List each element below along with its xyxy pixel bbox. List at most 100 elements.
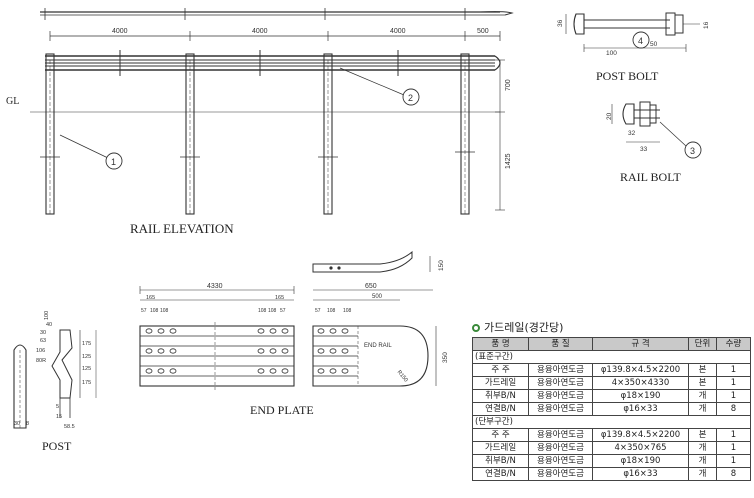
table-title-row: 가드레일(경간당) bbox=[472, 320, 752, 335]
post-bolt-dim-50: 50 bbox=[650, 41, 658, 48]
rail-bolt-dim-20: 20 bbox=[606, 112, 613, 120]
post-bolt-dim-100: 100 bbox=[606, 50, 617, 57]
cell-spec: 4×350×4330 bbox=[592, 376, 689, 390]
end-plate-dim-4330: 4330 bbox=[207, 283, 223, 290]
callout-1: 1 bbox=[111, 157, 116, 167]
end-rail-dim-57: 57 bbox=[315, 308, 321, 314]
height-dim-1425: 1425 bbox=[505, 153, 512, 169]
end-plate-dim-165-right: 165 bbox=[275, 295, 284, 301]
spec-table: 품 명 품 질 규 격 단위 수량 (표준구간) 주 주 용융아연도금 φ139… bbox=[472, 337, 751, 481]
post-dim-5: 5 bbox=[56, 404, 59, 410]
post-bolt-dim-16: 16 bbox=[703, 21, 710, 29]
spec-table-panel: 가드레일(경간당) 품 명 품 질 규 격 단위 수량 (표준구간) 주 주 용… bbox=[472, 320, 752, 496]
cell-name: 연결B/N bbox=[472, 402, 529, 416]
post-dim-175b: 175 bbox=[82, 380, 91, 386]
span-dim-1: 4000 bbox=[112, 28, 128, 35]
post-dim-8: 8 bbox=[26, 421, 29, 427]
cell-quality: 용융아연도금 bbox=[528, 467, 593, 481]
section-label: (표준구간) bbox=[472, 350, 751, 364]
cell-spec: 4×350×765 bbox=[592, 441, 689, 455]
post-dim-125b: 125 bbox=[82, 366, 91, 372]
col-header-spec: 규 격 bbox=[592, 337, 689, 351]
end-rail-dim-650: 650 bbox=[365, 283, 377, 290]
end-plate-title: END PLATE bbox=[250, 403, 314, 417]
callout-3: 3 bbox=[690, 146, 695, 156]
table-row: 가드레일 용융아연도금 4×350×4330 본 1 bbox=[472, 376, 751, 390]
end-rail-dim-500: 500 bbox=[372, 294, 383, 300]
post-dim-40: 40 bbox=[46, 322, 52, 328]
end-rail-label: END RAIL bbox=[364, 343, 392, 349]
section-label: (단부구간) bbox=[472, 415, 751, 429]
cell-unit: 개 bbox=[688, 441, 717, 455]
post-bolt-dim-36: 36 bbox=[557, 19, 564, 27]
cell-spec: φ18×190 bbox=[592, 389, 689, 403]
post-bolt-title: POST BOLT bbox=[596, 69, 659, 83]
cell-quality: 용융아연도금 bbox=[528, 363, 593, 377]
cell-qty: 1 bbox=[716, 441, 751, 455]
cell-unit: 개 bbox=[688, 389, 717, 403]
cell-qty: 1 bbox=[716, 376, 751, 390]
table-row: 취부B/N 용융아연도금 φ18×190 개 1 bbox=[472, 454, 751, 468]
cell-unit: 개 bbox=[688, 467, 717, 481]
cell-quality: 용융아연도금 bbox=[528, 376, 593, 390]
table-row: 취부B/N 용융아연도금 φ18×190 개 1 bbox=[472, 389, 751, 403]
rail-elevation-view: 4000 4000 4000 500 GL bbox=[6, 8, 514, 236]
cell-name: 취부B/N bbox=[472, 389, 529, 403]
cell-unit: 본 bbox=[688, 363, 717, 377]
callout-2: 2 bbox=[408, 93, 413, 103]
cell-unit: 개 bbox=[688, 402, 717, 416]
post-dim-58-5: 58.5 bbox=[64, 424, 75, 430]
cell-name: 주 주 bbox=[472, 428, 529, 442]
post-dim-175a: 175 bbox=[82, 341, 91, 347]
cell-name: 취부B/N bbox=[472, 454, 529, 468]
cell-qty: 1 bbox=[716, 428, 751, 442]
end-rail-view: 150 650 500 57 108 108 END RAIL R150 350 bbox=[312, 250, 449, 387]
post-dim-30b: 30 bbox=[14, 421, 20, 427]
cell-quality: 용융아연도금 bbox=[528, 389, 593, 403]
cell-qty: 1 bbox=[716, 389, 751, 403]
table-row: 연결B/N 용융아연도금 φ16×33 개 8 bbox=[472, 402, 751, 416]
end-plate-dim-165-left: 165 bbox=[146, 295, 155, 301]
post-dim-100: 100 bbox=[44, 311, 50, 320]
rail-bolt-title: RAIL BOLT bbox=[620, 170, 681, 184]
cell-spec: φ16×33 bbox=[592, 402, 689, 416]
table-row: 주 주 용융아연도금 φ139.8×4.5×2200 본 1 bbox=[472, 428, 751, 442]
post-title: POST bbox=[42, 439, 72, 453]
end-plate-dim-108c: 108 bbox=[258, 308, 267, 314]
end-rail-dim-350: 350 bbox=[442, 352, 449, 363]
post-dim-63: 63 bbox=[40, 338, 46, 344]
table-row: 주 주 용융아연도금 φ139.8×4.5×2200 본 1 bbox=[472, 363, 751, 377]
cell-spec: φ139.8×4.5×2200 bbox=[592, 363, 689, 377]
bullet-icon bbox=[472, 323, 480, 332]
rail-elevation-title: RAIL ELEVATION bbox=[130, 221, 234, 236]
ground-line-label: GL bbox=[6, 96, 19, 107]
post-dim-106: 106 bbox=[36, 348, 45, 354]
table-row: 연결B/N 용융아연도금 φ16×33 개 8 bbox=[472, 467, 751, 481]
col-header-qty: 수량 bbox=[716, 337, 751, 351]
end-plate-dim-57b: 57 bbox=[280, 308, 286, 314]
cell-name: 가드레일 bbox=[472, 376, 529, 390]
span-dim-2: 4000 bbox=[252, 28, 268, 35]
cell-qty: 1 bbox=[716, 363, 751, 377]
cell-unit: 본 bbox=[688, 428, 717, 442]
rail-bolt-view: 20 32 33 3 RAIL BOLT bbox=[606, 101, 702, 184]
col-header-name: 품 명 bbox=[472, 337, 529, 351]
table-header-row: 품 명 품 질 규 격 단위 수량 bbox=[472, 337, 751, 351]
span-dim-3: 4000 bbox=[390, 28, 406, 35]
end-plate-dim-57a: 57 bbox=[141, 308, 147, 314]
span-dim-4: 500 bbox=[477, 28, 489, 35]
cell-name: 가드레일 bbox=[472, 441, 529, 455]
end-rail-radius: R150 bbox=[396, 369, 409, 383]
post-dim-125a: 125 bbox=[82, 354, 91, 360]
col-header-unit: 단위 bbox=[688, 337, 717, 351]
end-plate-dim-108b: 108 bbox=[160, 308, 169, 314]
post-view: 100 40 30 63 106 80R 175 125 125 175 5 1… bbox=[13, 311, 97, 453]
callout-4: 4 bbox=[638, 36, 643, 46]
table-section-row: (표준구간) bbox=[472, 350, 751, 364]
end-rail-dim-150: 150 bbox=[438, 260, 445, 271]
cell-quality: 용융아연도금 bbox=[528, 402, 593, 416]
post-dim-30: 30 bbox=[40, 330, 46, 336]
cell-unit: 본 bbox=[688, 376, 717, 390]
cell-quality: 용융아연도금 bbox=[528, 441, 593, 455]
